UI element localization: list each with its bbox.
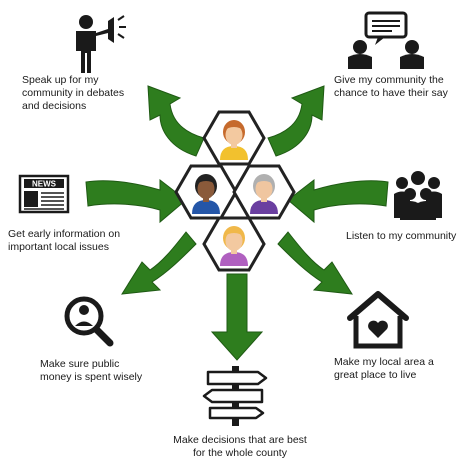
arrow-whole-county: [210, 273, 264, 361]
label-speak-up: Speak up for my community in debates and…: [22, 74, 125, 112]
person-shirt: [220, 146, 248, 160]
person-shirt: [220, 252, 248, 266]
person-face: [225, 231, 243, 251]
arrow-local-area: [277, 231, 353, 295]
person-fringe: [254, 178, 274, 185]
person-face: [255, 179, 273, 199]
house-heart-icon: [347, 291, 409, 349]
person-hexagon: [202, 110, 266, 166]
arrow-listen: [287, 178, 389, 224]
person-fringe: [196, 178, 216, 185]
svg-text:NEWS: NEWS: [32, 180, 57, 189]
person-face: [197, 179, 215, 199]
person-shirt: [250, 200, 278, 214]
person-hexagon: [202, 216, 266, 272]
center-people: [174, 110, 296, 272]
label-have-their-say: Give my community the chance to have the…: [334, 74, 448, 99]
signpost-icon: [202, 366, 268, 426]
label-public-money: Make sure public money is spent wisely: [40, 358, 143, 383]
label-early-information: Get early information on important local…: [8, 228, 121, 253]
megaphone-person-icon: [76, 15, 126, 73]
arrow-public-money: [121, 231, 197, 295]
label-listen: Listen to my community: [346, 230, 457, 242]
arrow-have-their-say: [267, 85, 325, 157]
arrow-early-information: [85, 178, 187, 224]
person-fringe: [224, 230, 244, 237]
newspaper-icon: NEWS: [18, 174, 70, 214]
label-local-area: Make my local area a great place to live: [334, 356, 434, 381]
person-fringe: [224, 124, 244, 131]
person-hexagon: [174, 164, 238, 220]
group-icon: [394, 171, 442, 220]
magnifier-person-icon: [64, 296, 114, 347]
arrow-speak-up: [147, 85, 205, 157]
person-hexagon: [232, 164, 296, 220]
arrows: [85, 85, 389, 361]
label-whole-county: Make decisions that are best for the who…: [173, 434, 307, 459]
person-shirt: [192, 200, 220, 214]
person-face: [225, 125, 243, 145]
conversation-icon: [348, 11, 424, 69]
